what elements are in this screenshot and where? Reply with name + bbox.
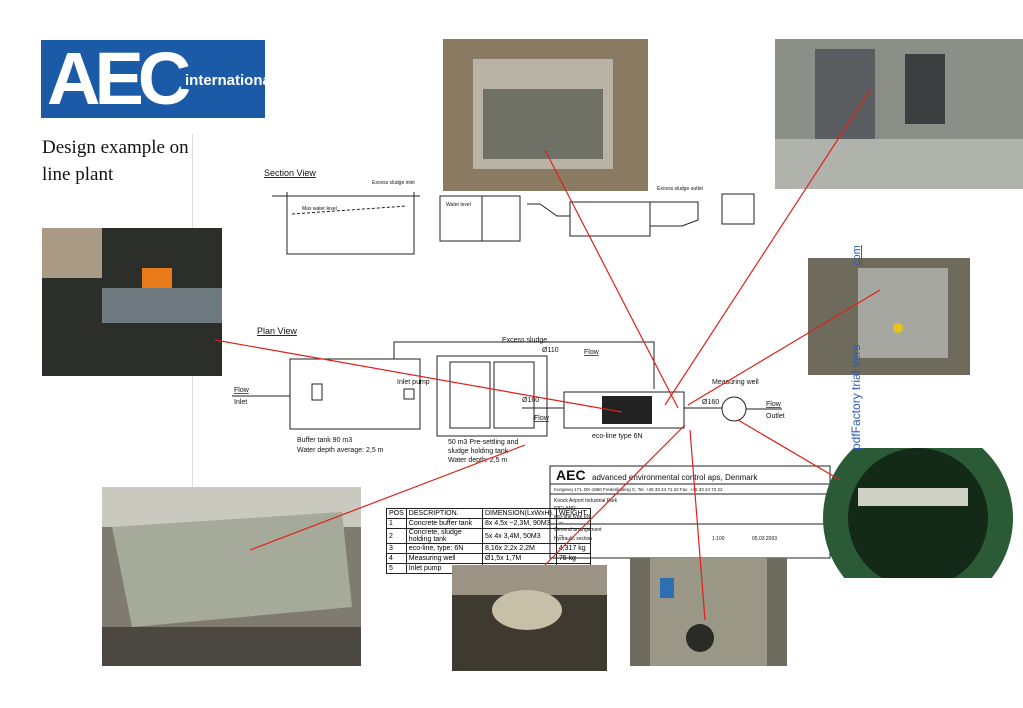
table-header-cell: DIMENSION(LxWxH). — [481, 508, 557, 519]
buffer-tank-label: Buffer tank 90 m3 — [297, 437, 352, 444]
table-cell: 75 kg — [555, 553, 592, 564]
water-level-label: Water level — [446, 202, 471, 208]
sludge-holding-label: sludge holding tank — [448, 448, 509, 455]
flow-label-top: Flow — [584, 349, 600, 356]
watermark-link[interactable]: com — [851, 238, 865, 268]
table-cell: 5 — [386, 563, 407, 574]
max-water-level-label: Max water level — [302, 206, 337, 212]
photo-measuring-well — [823, 448, 1013, 578]
address-label: Kongevej 171, DK-1850 Frederiksberg C. T… — [554, 487, 723, 492]
outlet-label: Outlet — [766, 413, 785, 420]
table-row: 2 Concrete, sludge holding tank 5x 4x 3,… — [386, 528, 592, 544]
photo-control-panel — [808, 258, 970, 375]
excess-sludge-label: Excess sludge — [502, 337, 547, 344]
pipe-110-label: Ø110 — [542, 347, 559, 354]
title-block-logo: AEC — [556, 467, 586, 483]
photo-pump-unit — [775, 39, 1023, 189]
eco-line-label: eco-line type 6N — [592, 433, 643, 440]
table-cell: Measuring well — [405, 553, 483, 564]
table-cell: -- — [555, 528, 592, 544]
table-cell: Concrete buffer tank — [405, 518, 483, 529]
watermark-link-text: com — [851, 245, 863, 266]
table-cell: 2 — [386, 528, 407, 544]
pipe-160-left-label: Ø160 — [522, 397, 539, 404]
presettling-depth-label: Water depth: 2,5 m — [448, 457, 507, 464]
table-header-cell: POS — [386, 508, 407, 519]
buffer-depth-label: Water depth average: 2,5 m — [297, 447, 384, 454]
table-cell: 4 — [386, 553, 407, 564]
photo-pipe-connection — [630, 558, 787, 666]
measuring-well-label: Measuring well — [712, 379, 759, 386]
excess-sludge-inlet-label: Excess sludge inlet — [372, 180, 415, 186]
project-label: Knock Airport Industrial Park — [554, 498, 618, 504]
table-row: 1 Concrete buffer tank 8x 4,5x ~2,3M, 90… — [386, 518, 592, 529]
table-header-cell: WEIGHT. — [555, 508, 592, 519]
scale-label: 1:100 — [712, 536, 725, 542]
table-cell: 8,16x 2,2x 2,2M — [481, 543, 557, 554]
table-cell: 4,317 kg — [555, 543, 592, 554]
table-row: 4 Measuring well Ø1,5x 1,7M 75 kg — [386, 553, 592, 564]
company-label: advanced environmental control aps, Denm… — [592, 473, 758, 482]
table-cell: 1 — [386, 518, 407, 529]
watermark-text: pdfFactory trial vers — [849, 344, 863, 450]
photo-eco-line-tank — [443, 39, 648, 191]
table-cell: 3 — [386, 543, 407, 554]
inlet-pump-label: Inlet pump — [397, 379, 430, 386]
presettling-label: 50 m3 Pre-settling and — [448, 439, 519, 446]
table-cell: Ø1,5x 1,7M — [481, 553, 557, 564]
date-label: 05.03.2003 — [752, 536, 777, 542]
eco-line-media — [602, 396, 652, 424]
flow-label-mid: Flow — [534, 415, 550, 422]
inlet-label: Inlet — [234, 399, 247, 406]
photo-inlet-valve — [42, 228, 222, 376]
table-cell: Concrete, sludge holding tank — [405, 528, 483, 544]
parts-table-header: POS DESCRIPTION. DIMENSION(LxWxH). WEIGH… — [386, 508, 592, 519]
logo-subtitle: international — [181, 72, 265, 89]
photo-plant-exterior — [102, 487, 361, 666]
table-cell: -- — [555, 518, 592, 529]
flow-label-outlet: Flow — [766, 401, 782, 408]
logo-letters: AEC — [47, 40, 191, 118]
pipe-160-right-label: Ø160 — [702, 399, 719, 406]
table-row: 3 eco-line, type: 6N 8,16x 2,2x 2,2M 4,3… — [386, 543, 592, 554]
section-view-label: Section View — [264, 168, 316, 178]
flow-label-inlet: Flow — [234, 387, 250, 394]
table-header-cell: DESCRIPTION. — [405, 508, 483, 519]
table-cell: 8x 4,5x ~2,3M, 90M3 — [481, 518, 557, 529]
excess-sludge-outlet-label: Excess sludge outlet — [657, 186, 703, 192]
table-cell: eco-line, type: 6N — [405, 543, 483, 554]
photo-sludge-outlet — [452, 565, 607, 671]
aec-logo: AEC international — [41, 40, 265, 118]
table-cell: 5x 4x 3,4M, 50M3 — [481, 528, 557, 544]
plan-view-label: Plan View — [257, 326, 297, 336]
